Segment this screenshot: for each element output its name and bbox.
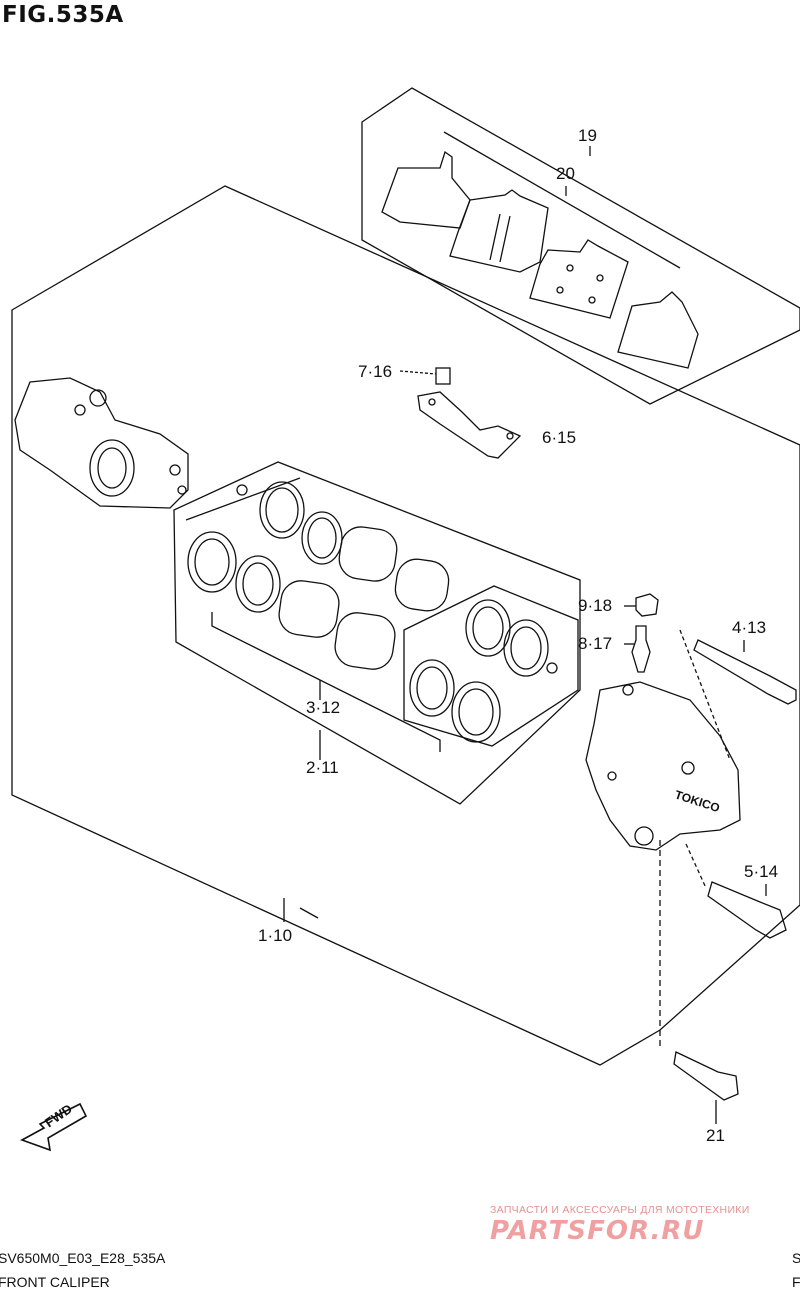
part-label-20: 20 (556, 164, 575, 183)
figure-code: SV650M0_E03_E28_535A (0, 1250, 166, 1266)
seal-ring (187, 531, 237, 593)
pad-set-outline (361, 87, 800, 405)
seal-ring (235, 555, 281, 613)
figure-code-right-fragment: S (792, 1250, 800, 1266)
seal-ring (451, 681, 501, 743)
caliper-bracket (417, 391, 522, 459)
assembly-outline (11, 185, 800, 1066)
part-label-4-13: 4·13 (732, 618, 767, 637)
bleed-valve (631, 625, 651, 673)
bleed-cap (635, 593, 659, 617)
seal-ring (301, 511, 343, 565)
seal-ring (409, 659, 455, 717)
brake-pad-left (381, 150, 471, 229)
piston-kit-outline (185, 477, 301, 521)
brake-pad-plate (529, 239, 629, 319)
part-label-5-14: 5·14 (744, 862, 779, 881)
svg-text:TOKICO: TOKICO (673, 788, 722, 816)
part-label-6-15: 6·15 (542, 428, 577, 447)
piston (338, 526, 398, 582)
brake-pad-right (617, 291, 699, 369)
seal-ring (259, 481, 305, 539)
piston (334, 612, 396, 670)
piston (394, 558, 450, 612)
pad-inner-outline (443, 131, 681, 269)
part-label-19: 19 (578, 126, 597, 145)
part-label-21: 21 (706, 1126, 725, 1145)
figure-name-right-fragment: F (792, 1274, 800, 1290)
watermark-tagline: ЗАПЧАСТИ И АКСЕССУАРЫ ДЛЯ МОТОТЕХНИКИ (490, 1204, 750, 1216)
figure-title: FIG.535A (2, 2, 124, 28)
part-label-3-12: 3·12 (306, 698, 341, 717)
part-label-2-11: 2·11 (306, 758, 339, 777)
piston (278, 580, 340, 638)
mounting-bolt (673, 1051, 739, 1101)
part-label-9-18: 9·18 (578, 596, 613, 615)
part-label-7-16: 7·16 (358, 362, 393, 381)
watermark-logo: PARTSFOR.RU (490, 1216, 705, 1246)
brake-pad-shim (449, 189, 549, 273)
part-label-1-10: 1·10 (258, 926, 293, 945)
seal-ring (503, 619, 549, 677)
seal-kit-outline (173, 461, 581, 805)
caliper-half (14, 377, 189, 509)
caliper-body (585, 681, 741, 851)
fwd-arrow-icon (20, 1102, 88, 1152)
mounting-bolt (707, 881, 787, 939)
caliper-pin (693, 639, 797, 705)
figure-name: FRONT CALIPER (0, 1274, 110, 1290)
part-label-8-17: 8·17 (578, 634, 613, 653)
bracket-bolt (435, 367, 451, 385)
